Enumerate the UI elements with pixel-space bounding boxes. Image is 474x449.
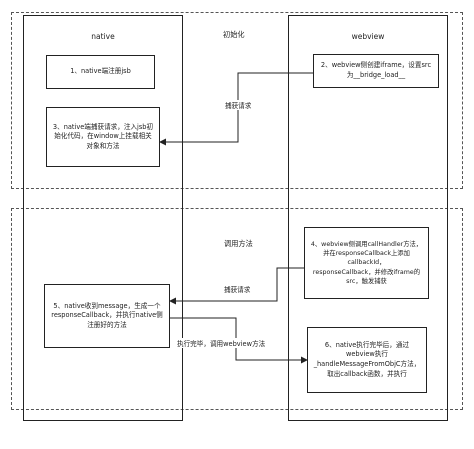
step-6-box: 6、native执行完毕后，通过webview执行_handleMessageF… [307, 327, 427, 393]
step-3-box: 3、native端捕获请求，注入jsb初始化代码，在window上挂载相关对象和… [46, 107, 160, 167]
webview-lane-title: webview [351, 32, 385, 41]
step-2-box: 2、webview侧创建iframe，设置src为__bridge_load__ [313, 54, 439, 88]
arrow-s4-to-s5 [169, 267, 304, 305]
native-lane [23, 15, 183, 421]
native-lane-title: native [91, 32, 115, 41]
step-5-box: 5、native收到message，生成一个responseCallback，并… [44, 284, 170, 348]
step-4-box: 4、webview侧调用callHandler方法，并在responseCall… [304, 227, 429, 299]
call-section-frame [11, 208, 463, 410]
init-section-frame [11, 12, 463, 189]
arrow-s5-to-s6-label: 执行完毕，调用webview方法 [176, 338, 267, 348]
call-section-label: 调用方法 [223, 239, 254, 249]
webview-lane [288, 15, 448, 421]
arrow-s4-to-s5-label: 捕获请求 [223, 284, 252, 294]
arrow-s2-to-s3-label: 捕获请求 [224, 100, 253, 110]
step-1-box: 1、native端注册jsb [46, 55, 155, 89]
init-section-label: 初始化 [222, 30, 246, 40]
